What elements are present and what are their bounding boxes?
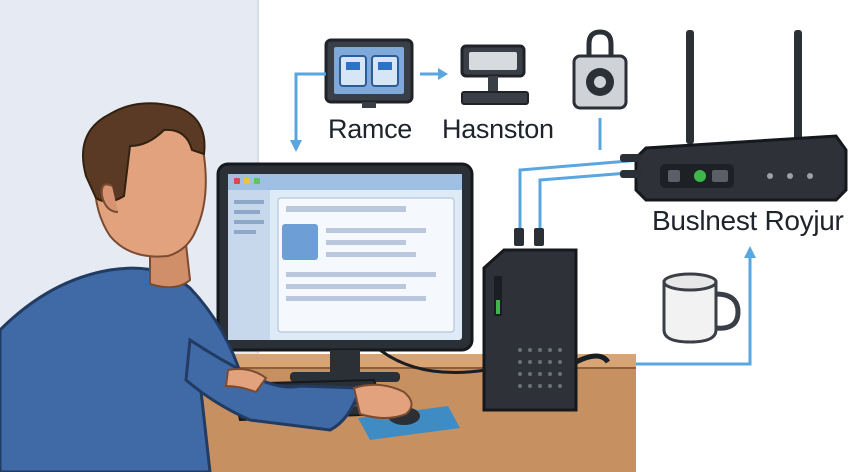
label-host: Hasnston [442,114,554,144]
label-remote: Ramce [328,114,413,144]
desktop-monitor [216,162,474,382]
monitor-cable [379,348,487,374]
tower-server-icon [482,228,611,412]
arrow-monitor-to-terminal [420,68,448,80]
arrowhead-down [290,140,302,152]
terminal-icon [460,44,529,105]
arrowhead-up [744,246,756,258]
wifi-router-icon [620,30,848,202]
connection-lines [294,72,752,366]
coffee-mug-icon [662,272,741,344]
padlock-camera-icon [572,29,628,110]
label-router: Buslnest Royjur [652,205,844,236]
monitor-icon [324,38,414,108]
person-icon [0,102,413,472]
